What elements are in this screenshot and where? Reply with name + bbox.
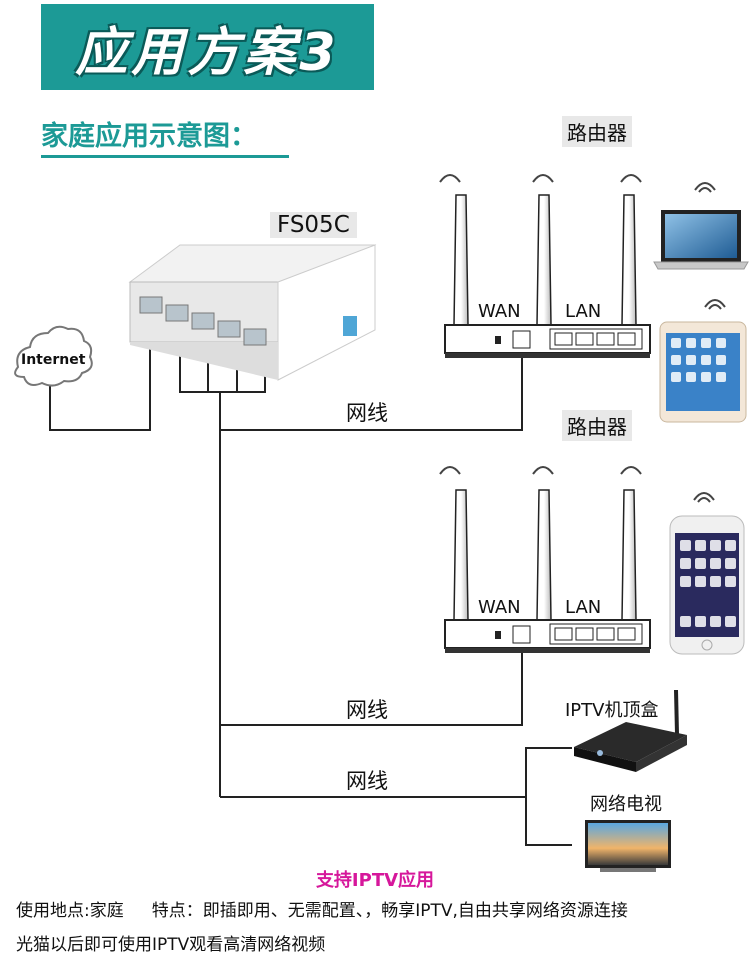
- router-bottom-title: 路由器: [562, 410, 632, 441]
- router-top-wan-label: WAN: [478, 301, 521, 322]
- diagram-subtitle: 家庭应用示意图：: [41, 121, 257, 152]
- router-bottom-icon: [439, 466, 651, 653]
- internet-label: Internet: [21, 352, 86, 368]
- set-top-box-icon: [574, 689, 687, 772]
- internet-cloud-icon: [14, 325, 93, 387]
- description-line-1: 使用地点:家庭 特点：即插即用、无需配置、，畅享IPTV,自由共享网络资源连接: [16, 896, 628, 921]
- usage-location: 使用地点:家庭: [16, 901, 124, 921]
- title-banner: 应用方案3: [41, 4, 374, 90]
- description-line-2: 光猫以后即可使用IPTV观看高清网络视频: [16, 935, 326, 955]
- phone-icon: [669, 492, 745, 655]
- features-text: 特点：即插即用、无需配置、，畅享IPTV,自由共享网络资源连接: [151, 901, 628, 921]
- iptv-support-text: 支持IPTV应用: [315, 870, 435, 891]
- fs05c-switch-icon: [128, 244, 377, 381]
- router-bottom-wan-label: WAN: [478, 597, 521, 618]
- router-top-icon: [439, 174, 651, 358]
- router-bottom-lan-label: LAN: [565, 597, 602, 618]
- subtitle-underline: [41, 155, 289, 158]
- switch-model-label: FS05C: [270, 212, 357, 238]
- router-top-title: 路由器: [562, 116, 632, 147]
- banner-title: 应用方案3: [75, 22, 340, 83]
- cable-label-1: 网线: [346, 401, 388, 425]
- cables: [49, 320, 572, 846]
- network-tv-label: 网络电视: [590, 794, 662, 815]
- cable-label-3: 网线: [346, 769, 388, 793]
- laptop-icon: [653, 182, 749, 270]
- tablet-icon: [659, 299, 747, 423]
- iptv-box-label: IPTV机顶盒: [565, 700, 659, 721]
- network-tv-icon: [585, 820, 671, 872]
- router-top-lan-label: LAN: [565, 301, 602, 322]
- cable-label-2: 网线: [346, 698, 388, 722]
